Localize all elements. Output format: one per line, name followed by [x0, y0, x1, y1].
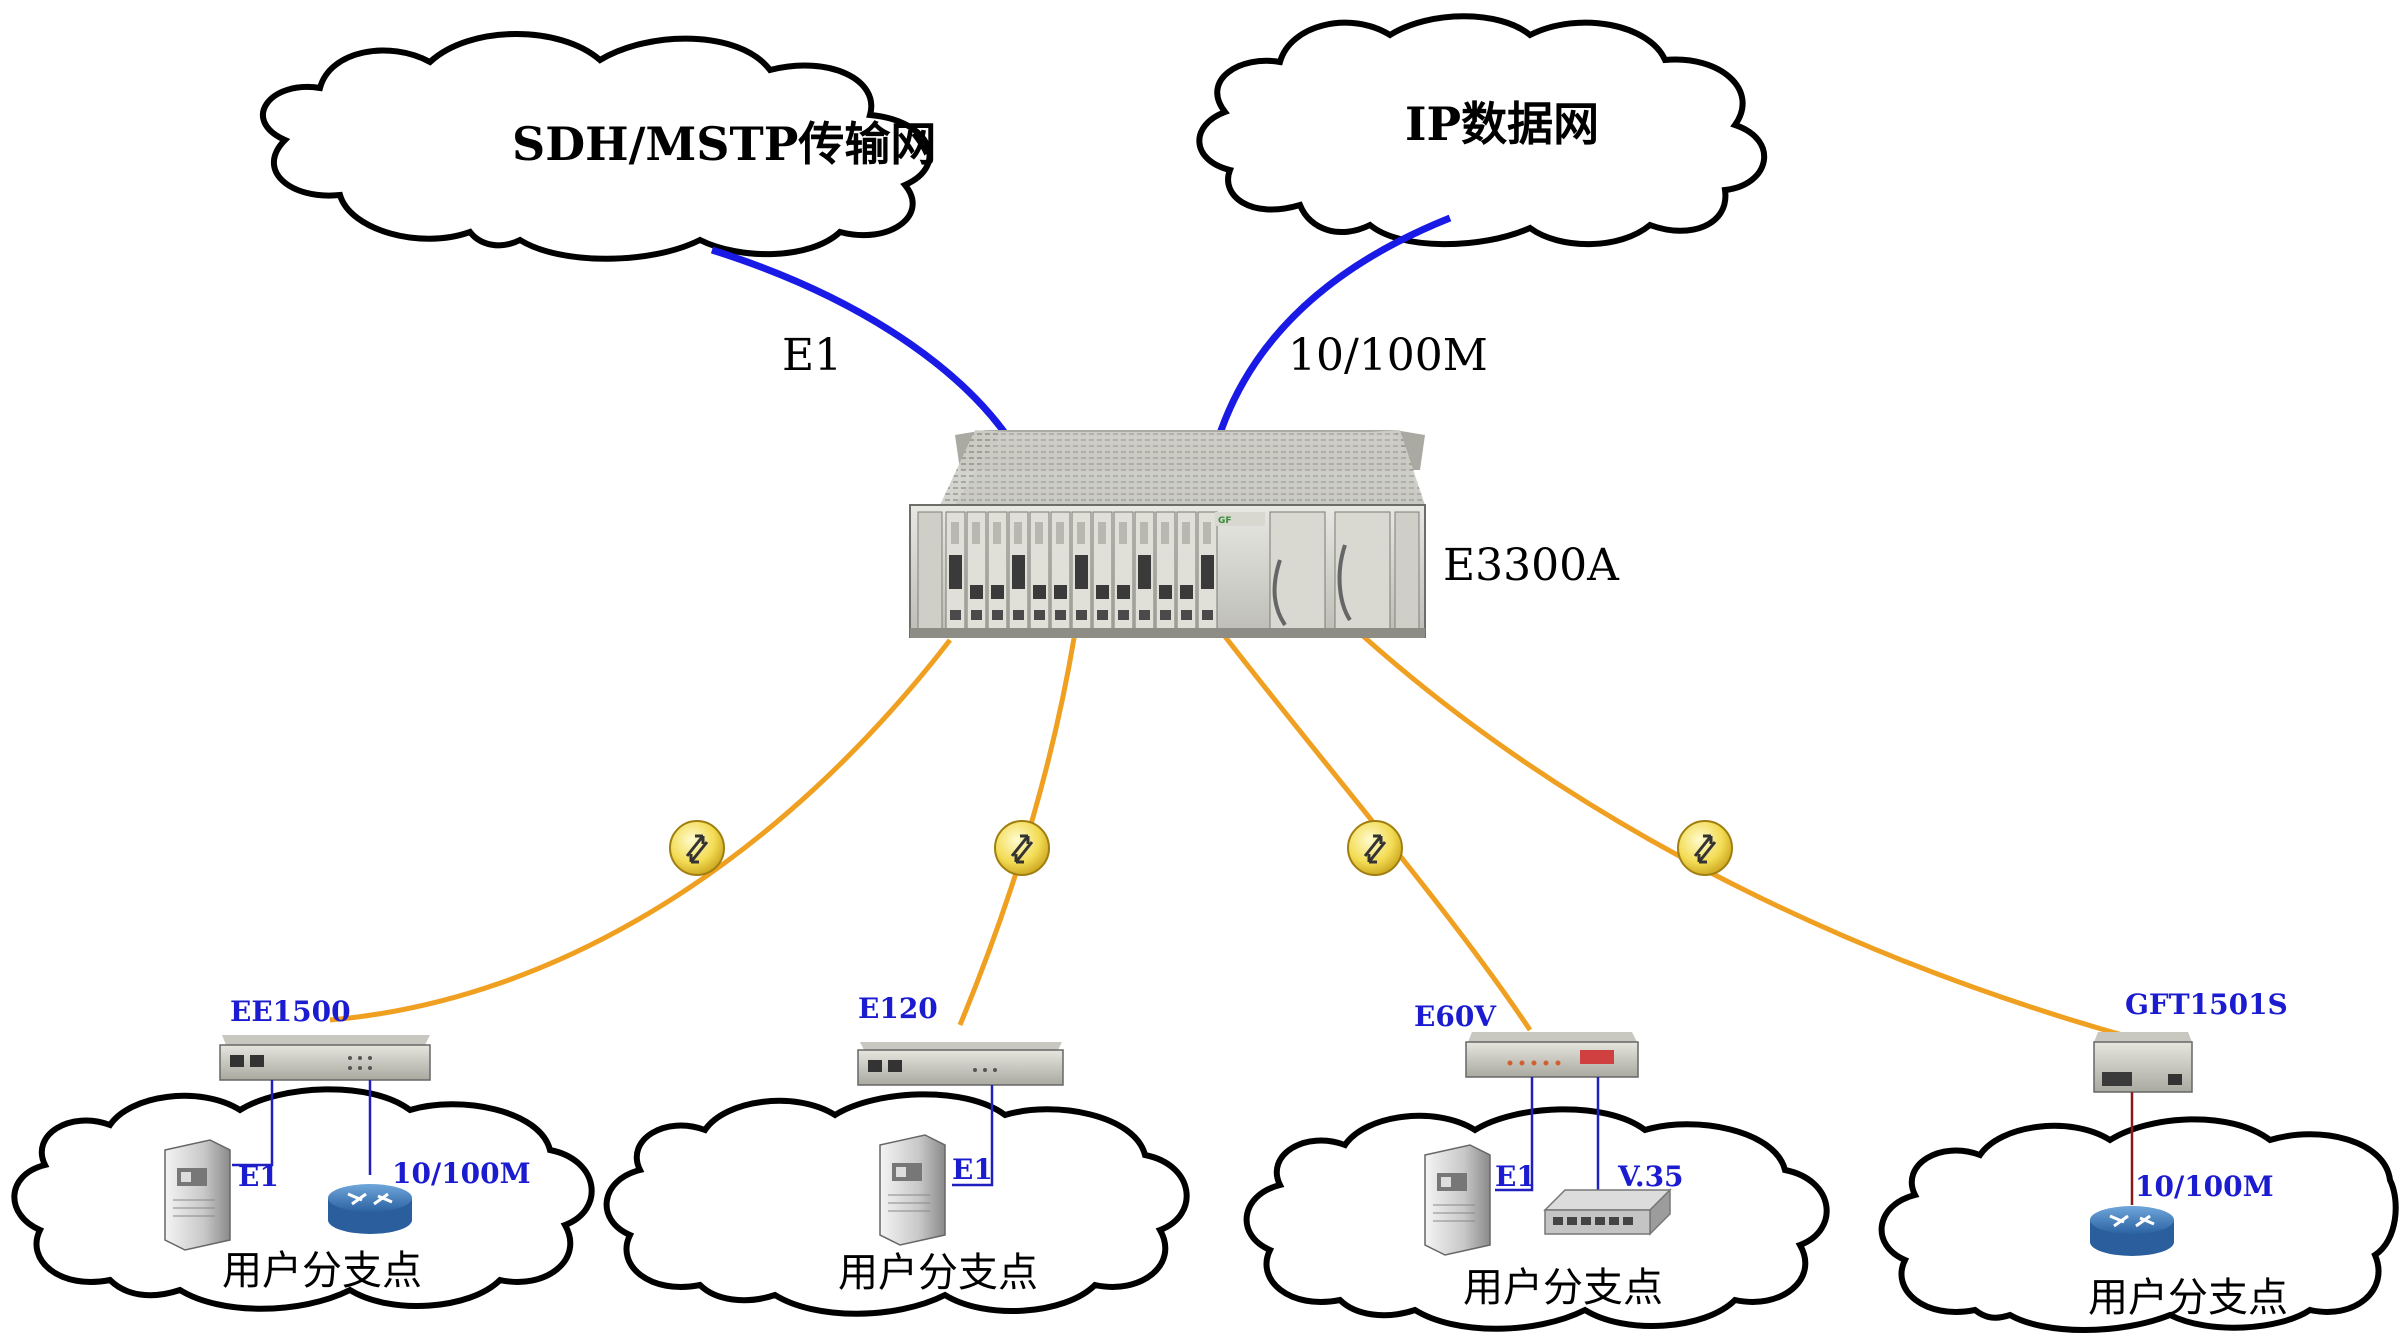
ee1500-label: EE1500 [230, 995, 351, 1028]
e1-link-label: E1 [782, 330, 843, 381]
switch-icon [1543, 1188, 1672, 1236]
e60v-device [1465, 1032, 1639, 1078]
ip-cloud-title: IP数据网 [1405, 97, 1600, 151]
ee1500-device [219, 1035, 431, 1081]
ip-cloud [1196, 13, 1768, 248]
site3-e1-line [1495, 1077, 1534, 1192]
site3-e1-label: E1 [1495, 1160, 1536, 1193]
sdh-cloud-title: SDH/MSTP传输网 [512, 117, 937, 171]
router-icon [2090, 1206, 2174, 1256]
site1-eth-label: 10/100M [392, 1157, 531, 1190]
chassis-slots [945, 511, 1218, 631]
fiber-badge-4 [1677, 820, 1733, 876]
e60v-label: E60V [1414, 1000, 1497, 1033]
site-cloud-1 [11, 1086, 595, 1312]
eth-uplink [1208, 214, 1452, 461]
server-icon [164, 1139, 231, 1251]
gft1501s-device [2093, 1032, 2193, 1093]
site1-e1-label: E1 [238, 1160, 279, 1193]
main-device-label: E3300A [1443, 540, 1619, 591]
e3300a-chassis: GF [909, 430, 1426, 638]
site1-label: 用户分支点 [222, 1248, 422, 1294]
fiber-badge-3 [1347, 820, 1403, 876]
server-icon [1424, 1144, 1491, 1256]
router-icon [328, 1184, 412, 1234]
fiber-link-4 [1338, 613, 2141, 1043]
sdh-cloud [260, 31, 933, 262]
svg-text:GF: GF [1218, 516, 1232, 526]
e120-label: E120 [858, 992, 938, 1025]
site2-label: 用户分支点 [838, 1250, 1038, 1296]
gft1501s-label: GFT1501S [2125, 988, 2288, 1021]
fiber-badge-1 [669, 820, 725, 876]
fiber-badge-2 [994, 820, 1050, 876]
server-icon [879, 1134, 946, 1246]
site4-label: 用户分支点 [2088, 1275, 2288, 1321]
site2-e1-label: E1 [952, 1153, 993, 1186]
site2-e1-line [952, 1085, 994, 1187]
site3-label: 用户分支点 [1463, 1265, 1663, 1311]
site-cloud-3 [1243, 1106, 1830, 1332]
eth-link-label: 10/100M [1288, 330, 1488, 381]
fiber-link-2 [957, 599, 1083, 1026]
site4-eth-label: 10/100M [2135, 1170, 2274, 1203]
e120-device [857, 1042, 1064, 1086]
site1-e1-line [232, 1080, 274, 1167]
site3-v35-label: V.35 [1618, 1160, 1684, 1193]
fiber-link-1 [329, 638, 952, 1023]
